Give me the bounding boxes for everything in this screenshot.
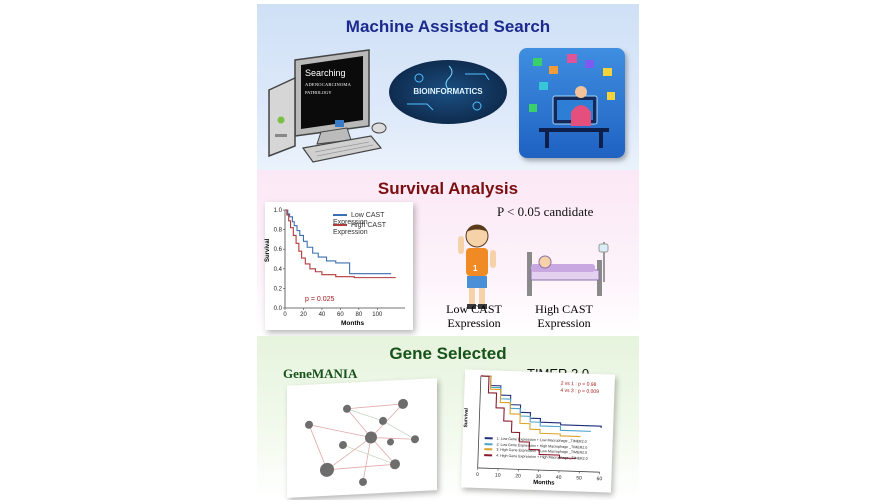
- bioinformatics-label: BIOINFORMATICS: [413, 87, 483, 96]
- network-edges: [308, 403, 416, 482]
- x-tick-label: 30: [536, 474, 542, 480]
- high-cast-line1: High CAST: [535, 302, 593, 316]
- kid-number: 1: [473, 264, 478, 273]
- x-tick-label: 100: [372, 312, 383, 318]
- km-ylabel: Survival: [265, 222, 271, 262]
- x-tick-label: 50: [576, 475, 582, 481]
- survival-panel: Survival Analysis P < 0.05 candidate 0 20…: [257, 170, 639, 336]
- timer-xlabel: Months: [533, 479, 555, 487]
- y-tick-label: 0.8: [274, 228, 283, 234]
- x-tick-label: 80: [356, 312, 363, 318]
- km-chart: 0 20 40 60 80 100 0.0 0.2 0.4 0.6 0.8 1.0: [274, 208, 405, 318]
- survival-title: Survival Analysis: [377, 179, 519, 198]
- legend-swatch-high: [333, 224, 347, 227]
- monitor-text-2: ADENOCARCINOMA: [305, 82, 352, 87]
- gene-panel: Gene Selected GeneMANIA TIMER 2.0: [257, 336, 639, 500]
- y-tick-label: 0.6: [274, 247, 283, 253]
- data-scientist-illustration: [519, 48, 625, 158]
- low-cast-line1: Low CAST: [446, 302, 502, 316]
- timer-legend: 1: Low Gene Expression + Low Macrophage …: [484, 436, 588, 462]
- poster: Machine Assisted Search Searching ADENOC…: [257, 4, 639, 500]
- low-cast-line2: Expression: [447, 316, 501, 330]
- x-tick-label: 20: [515, 473, 521, 479]
- timer-swatch-4: [484, 453, 493, 456]
- y-tick-label: 0.4: [274, 267, 283, 273]
- km-legend-low-text: Low CAST Expression: [333, 212, 385, 226]
- y-axis: [477, 375, 482, 468]
- timer-ylabel: Survival: [463, 397, 470, 428]
- workstation-icon: [529, 54, 615, 148]
- km-chart-card: 0 20 40 60 80 100 0.0 0.2 0.4 0.6 0.8 1.0 Low CAST …: [265, 202, 413, 330]
- timer-swatch-2: [484, 442, 493, 445]
- survival-curve-2: [480, 375, 591, 432]
- x-tick-label: 40: [556, 475, 562, 481]
- timer-swatch-3: [484, 448, 493, 451]
- genemania-label: GeneMANIA: [283, 366, 358, 381]
- x-tick-label: 60: [337, 312, 344, 318]
- survival-curve-1: [285, 209, 392, 275]
- search-panel: Machine Assisted Search Searching ADENOC…: [257, 4, 639, 170]
- km-ylabel-text: Survival: [265, 238, 271, 262]
- high-cast-label: High CAST Expression: [527, 302, 601, 330]
- y-tick-label: 0.2: [274, 286, 283, 292]
- healthy-child-icon: [458, 224, 496, 309]
- x-tick-label: 0: [476, 472, 479, 478]
- km-legend-low: Low CAST Expression: [333, 212, 413, 226]
- high-cast-line2: Expression: [537, 316, 591, 330]
- monitor-text-3: PATHOLOGY: [305, 90, 332, 95]
- search-title: Machine Assisted Search: [345, 17, 551, 36]
- y-tick-label: 0.0: [274, 306, 283, 312]
- candidate-label: P < 0.05 candidate: [497, 204, 594, 219]
- timer-chart: 0 10 20 30 40 50 60: [476, 375, 602, 482]
- timer-annotation-2: 4 vs 3 : p = 0.009: [560, 387, 599, 396]
- timer-ylabel-text: Survival: [463, 407, 470, 428]
- km-pvalue: p = 0.025: [305, 296, 335, 303]
- survival-curve-2: [285, 209, 396, 279]
- x-tick-label: 40: [319, 312, 326, 318]
- timer-chart-card: 0 10 20 30 40 50 60 2 vs 1 : p = 0.98 4 vs 3 :…: [460, 369, 616, 493]
- km-legend-high-text: High CAST Expression: [333, 222, 386, 236]
- survival-curve-4: [480, 375, 576, 460]
- hospital-bed-icon: [527, 242, 609, 296]
- km-xlabel: Months: [341, 320, 365, 327]
- gene-title: Gene Selected: [389, 344, 507, 363]
- km-legend-high: High CAST Expression: [333, 222, 413, 236]
- bioinformatics-badge: BIOINFORMATICS: [389, 60, 507, 124]
- x-tick-label: 60: [596, 476, 602, 482]
- x-tick-label: 20: [300, 312, 307, 318]
- genemania-network: [287, 378, 437, 498]
- monitor-text-1: Searching: [305, 68, 346, 78]
- survival-curve-3: [480, 375, 581, 438]
- y-tick-label: 1.0: [274, 208, 283, 214]
- timer-annotation-1: 2 vs 1 : p = 0.98: [560, 380, 597, 389]
- circuit-icon: [407, 65, 490, 111]
- x-tick-label: 0: [283, 312, 287, 318]
- legend-swatch-low: [333, 214, 347, 217]
- timer-swatch-1: [484, 437, 493, 440]
- computer-icon: [268, 49, 387, 163]
- low-cast-label: Low CAST Expression: [439, 302, 509, 330]
- x-tick-label: 10: [495, 473, 501, 479]
